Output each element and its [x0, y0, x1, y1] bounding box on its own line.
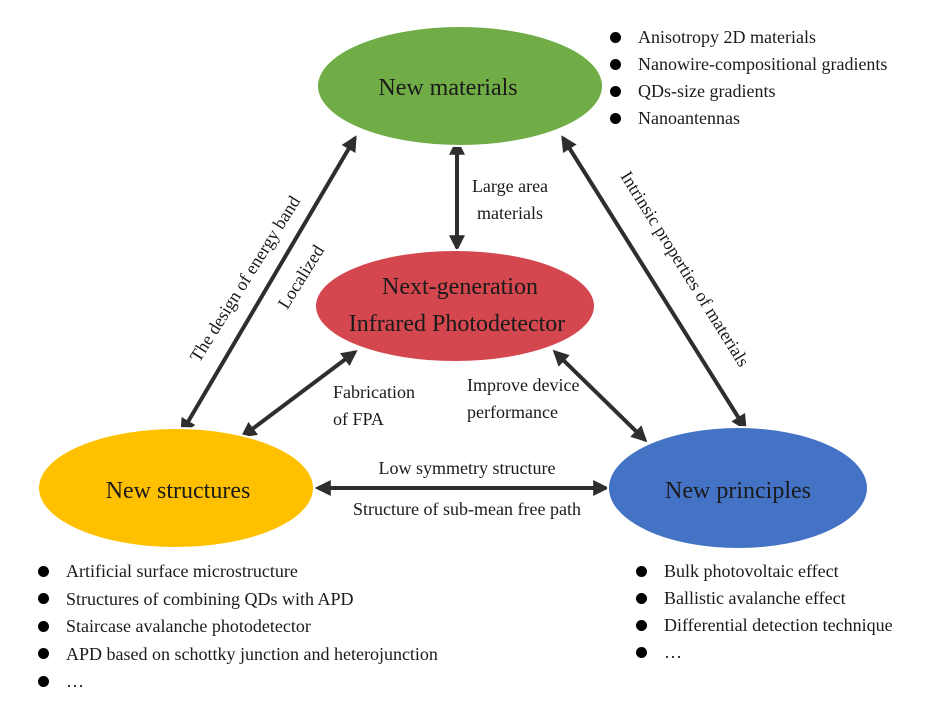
list-item: Bulk photovoltaic effect — [636, 558, 893, 585]
list-item: Nanoantennas — [610, 105, 887, 132]
node-new-structures — [37, 427, 315, 549]
edge-label-sub-mean-free: Structure of sub-mean free path — [353, 499, 581, 519]
list-item: Staircase avalanche photodetector — [38, 613, 438, 641]
arrow-materials-principles — [561, 135, 747, 431]
list-item: Structures of combining QDs with APD — [38, 586, 438, 614]
list-item: Differential detection technique — [636, 612, 893, 639]
node-new-materials — [316, 25, 604, 147]
list-item: Anisotropy 2D materials — [610, 24, 887, 51]
arrow-center-principles — [552, 349, 648, 443]
node-new-principles-label: New principles — [665, 478, 811, 504]
node-next-generation-line2: Infrared Photodetector — [349, 311, 566, 337]
list-item: APD based on schottky junction and heter… — [38, 641, 438, 669]
structures-list: Artificial surface microstructure Struct… — [38, 558, 438, 696]
node-new-materials-label: New materials — [378, 75, 517, 101]
edge-label-fabrication-2: of FPA — [333, 409, 384, 429]
edge-label-large-area-2: materials — [477, 203, 543, 223]
list-item: Ballistic avalanche effect — [636, 585, 893, 612]
edge-label-improve-1: Improve device — [467, 375, 579, 395]
edge-label-fabrication-1: Fabrication — [333, 382, 415, 402]
node-new-principles — [607, 426, 869, 550]
edge-label-intrinsic: Intrinsic properties of materials — [617, 168, 754, 371]
list-item: Nanowire-compositional gradients — [610, 51, 887, 78]
edge-label-low-symmetry: Low symmetry structure — [379, 458, 556, 478]
node-new-structures-label: New structures — [106, 478, 251, 504]
principles-list: Bulk photovoltaic effect Ballistic avala… — [636, 558, 893, 666]
arrow-materials-structures — [180, 135, 357, 435]
arrow-center-structures — [240, 350, 358, 438]
edge-label-energy-band: The design of energy band — [186, 192, 305, 365]
materials-list: Anisotropy 2D materials Nanowire-composi… — [610, 24, 887, 132]
edge-label-large-area-1: Large area — [472, 176, 548, 196]
list-item: … — [636, 639, 893, 666]
node-next-generation — [314, 249, 596, 363]
list-item: … — [38, 668, 438, 696]
edge-label-improve-2: performance — [467, 402, 558, 422]
node-next-generation-line1: Next-generation — [382, 274, 538, 300]
list-item: QDs-size gradients — [610, 78, 887, 105]
list-item: Artificial surface microstructure — [38, 558, 438, 586]
